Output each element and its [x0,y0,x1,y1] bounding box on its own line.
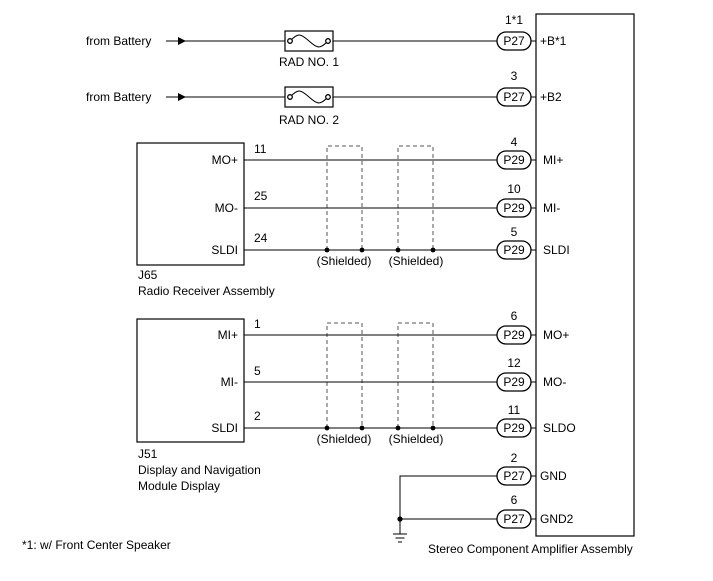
left-pin: 2 [254,409,261,423]
arrow-icon [178,37,186,45]
pin-number: 6 [511,493,518,507]
battery-feed-2: from Battery RAD NO. 2 3 P27 +B2 [86,69,562,127]
display-module-box [136,318,245,443]
left-terminal: MI- [221,375,238,389]
display-module-name: Display and Navigation [138,463,261,477]
terminal-label: +B2 [540,90,562,104]
shield-label: (Shielded) [317,432,372,446]
display-line-sldi: SLDI 2 11 P29 SLDO [211,403,576,438]
connector-label: P27 [503,512,525,526]
display-module-id: J51 [138,447,158,461]
left-terminal: SLDI [211,421,238,435]
ground-gnd2: 6 P27 GND2 [496,493,574,529]
amplifier-box [535,13,635,537]
terminal-label: GND2 [540,512,574,526]
connector-label: P29 [503,421,525,435]
pin-number: 4 [511,135,518,149]
left-terminal: MO+ [212,153,238,167]
connector-label: P29 [503,243,525,257]
pin-number: 10 [507,182,521,196]
connector-label: P27 [503,469,525,483]
left-pin: 25 [254,189,268,203]
display-line-mi-minus: MI- 5 12 P29 MO- [221,356,566,392]
pin-number: 5 [511,225,518,239]
amplifier-name: Stereo Component Amplifier Assembly [428,542,633,556]
pin-number: 12 [507,356,521,370]
connector-label: P29 [503,201,525,215]
terminal-label: SLDO [543,421,576,435]
pin-number: 11 [508,403,521,417]
pin-number: 6 [511,309,518,323]
arrow-icon [178,93,186,101]
terminal-label: MI- [543,201,560,215]
connector-label: P29 [503,375,525,389]
shield-outline [397,322,434,428]
terminal-label: MI+ [543,153,563,167]
display-module-name: Module Display [138,479,220,493]
left-pin: 1 [254,317,261,331]
battery-label: from Battery [86,90,151,104]
ground-icon [393,533,407,543]
left-pin: 5 [254,364,261,378]
display-shields: (Shielded) (Shielded) [317,322,444,446]
left-terminal: MI+ [218,328,238,342]
shield-label: (Shielded) [389,432,444,446]
radio-line-mo-plus: MO+ 11 4 P29 MI+ [212,135,563,170]
display-line-mi-plus: MI+ 1 6 P29 MO+ [218,309,569,345]
ground-wiring [397,475,497,534]
terminal-label: SLDI [543,243,570,257]
terminal-label: MO+ [543,328,569,342]
radio-receiver-name: Radio Receiver Assembly [138,284,275,298]
left-terminal: SLDI [211,243,238,257]
terminal-label: GND [540,469,567,483]
radio-receiver-box [136,142,245,266]
left-pin: 11 [254,142,267,156]
left-terminal: MO- [215,201,238,215]
shield-outline [326,145,363,250]
radio-line-sldi: SLDI 24 5 P29 SLDI [211,225,570,260]
shield-outline [397,145,434,250]
battery-label: from Battery [86,34,151,48]
shield-label: (Shielded) [389,254,444,268]
fuse-label: RAD NO. 1 [279,55,339,69]
ground-gnd: 2 P27 GND [496,451,567,486]
pin-number: 3 [511,69,518,83]
shield-label: (Shielded) [317,254,372,268]
radio-line-mo-minus: MO- 25 10 P29 MI- [215,182,560,218]
battery-feed-1: from Battery RAD NO. 1 1*1 P27 +B*1 [86,13,567,69]
footnote: *1: w/ Front Center Speaker [22,538,171,552]
pin-number: 1*1 [505,13,523,27]
connector-label: P29 [503,328,525,342]
terminal-label: +B*1 [540,34,567,48]
pin-number: 2 [511,451,518,465]
connector-label: P29 [503,153,525,167]
connector-label: P27 [503,34,525,48]
shield-outline [326,322,363,428]
left-pin: 24 [254,231,268,245]
terminal-label: MO- [543,375,566,389]
connector-label: P27 [503,90,525,104]
fuse-label: RAD NO. 2 [279,113,339,127]
display-module: J51 Display and Navigation Module Displa… [136,318,261,493]
radio-receiver-id: J65 [138,268,158,282]
radio-receiver: J65 Radio Receiver Assembly [136,142,275,298]
